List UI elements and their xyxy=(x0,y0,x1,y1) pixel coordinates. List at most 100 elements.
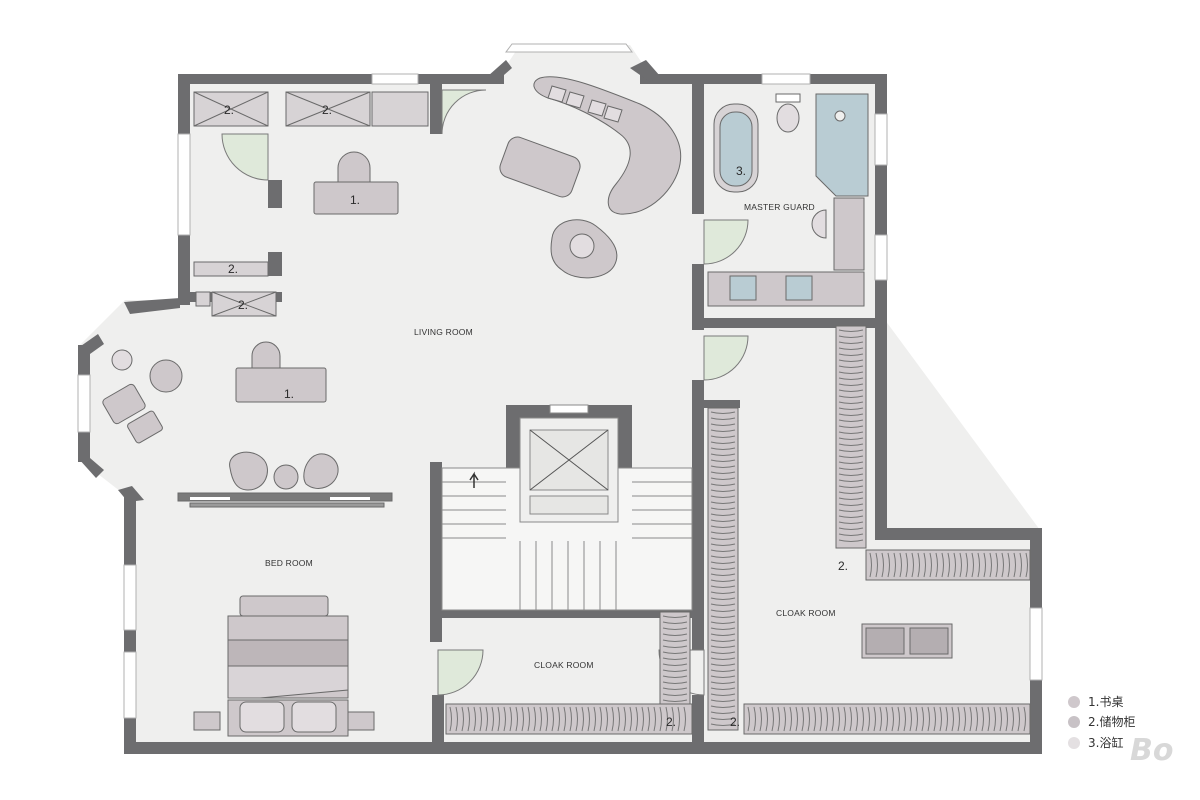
room-labels: LIVING ROOM BED ROOM MASTER GUARD CLOAK … xyxy=(265,202,835,670)
curved-sofa xyxy=(533,76,682,215)
hanger-mark xyxy=(710,567,736,570)
hanger-mark xyxy=(710,591,736,594)
shower-drain xyxy=(834,110,846,122)
hanger-mark xyxy=(873,706,876,732)
wall xyxy=(124,630,136,652)
bidet xyxy=(811,209,827,239)
furniture-markers: 2. 2. 2. 2. 1. 1. 3. 2. 2. 2. xyxy=(224,103,848,729)
egg-chair xyxy=(303,453,339,489)
sofa-seat xyxy=(587,99,607,117)
wall xyxy=(692,695,704,745)
hanger-mark xyxy=(593,706,596,732)
hanger-mark xyxy=(945,706,948,732)
hanger-mark xyxy=(989,552,992,578)
wall xyxy=(810,74,886,84)
hanger-mark xyxy=(629,706,632,732)
hanger-mark xyxy=(662,639,688,642)
hanger-mark xyxy=(983,552,986,578)
hanger-mark xyxy=(838,503,864,506)
hanger-mark xyxy=(710,495,736,498)
hanger-mark xyxy=(975,706,978,732)
hanger-mark xyxy=(838,515,864,518)
desk-chair xyxy=(337,151,371,183)
hanger-mark xyxy=(710,525,736,528)
hanger-mark xyxy=(917,552,920,578)
hanger-mark xyxy=(838,479,864,482)
hanger-mark xyxy=(915,706,918,732)
hanger-mark xyxy=(641,706,644,732)
hanger-mark xyxy=(551,706,554,732)
hanger-mark xyxy=(849,706,852,732)
sink xyxy=(785,275,813,301)
toilet xyxy=(776,103,800,133)
hanger-mark xyxy=(939,706,942,732)
wall xyxy=(78,458,104,478)
wall xyxy=(432,610,694,618)
hanger-mark xyxy=(710,585,736,588)
hanger-mark xyxy=(710,411,736,414)
hanger-mark xyxy=(795,706,798,732)
elevator-window xyxy=(549,404,589,414)
hanger-mark xyxy=(515,706,518,732)
lounge-chair xyxy=(102,383,146,425)
wall xyxy=(430,84,442,134)
wardrobe-vertical xyxy=(835,325,867,549)
stair-arrow xyxy=(469,471,479,488)
hanger-mark xyxy=(539,706,542,732)
hanger-mark xyxy=(533,706,536,732)
hanger-mark xyxy=(875,552,878,578)
wall xyxy=(124,742,442,754)
hanger-mark xyxy=(933,706,936,732)
hanger-mark xyxy=(683,706,686,732)
hanger-mark xyxy=(662,669,688,672)
marker-storage: 2. xyxy=(838,559,848,573)
hanger-mark xyxy=(747,706,750,732)
wall xyxy=(268,252,282,276)
hanger-mark xyxy=(987,706,990,732)
hanger-mark xyxy=(509,706,512,732)
hanger-mark xyxy=(838,533,864,536)
cabinet-cross xyxy=(193,91,269,127)
hanger-mark xyxy=(838,329,864,332)
hanger-mark xyxy=(905,552,908,578)
hanger-mark xyxy=(710,435,736,438)
hanger-mark xyxy=(710,537,736,540)
hanger-mark xyxy=(807,706,810,732)
wall xyxy=(1030,528,1042,608)
hanger-mark xyxy=(947,552,950,578)
hanger-mark xyxy=(838,437,864,440)
hanger-mark xyxy=(710,663,736,666)
egg-chair xyxy=(229,451,268,491)
wall xyxy=(875,165,887,235)
hanger-mark xyxy=(789,706,792,732)
sofa-seat xyxy=(547,85,567,103)
hanger-mark xyxy=(662,633,688,636)
hanger-mark xyxy=(665,706,668,732)
marker-storage: 2. xyxy=(322,103,332,117)
hanger-mark xyxy=(467,706,470,732)
hanger-mark xyxy=(710,447,736,450)
hanger-mark xyxy=(881,552,884,578)
hanger-mark xyxy=(710,657,736,660)
hanger-mark xyxy=(838,443,864,446)
wall xyxy=(178,74,372,84)
hanger-mark xyxy=(677,706,680,732)
legend-label-desk: 1.书桌 xyxy=(1088,695,1123,709)
hanger-mark xyxy=(893,552,896,578)
hanger-mark xyxy=(710,669,736,672)
legend-dot-bathtub xyxy=(1068,737,1080,749)
wall xyxy=(1030,680,1042,754)
hanger-mark xyxy=(710,693,736,696)
hanger-mark xyxy=(587,706,590,732)
shower xyxy=(815,93,869,197)
hanger-mark xyxy=(1005,706,1008,732)
door-swing xyxy=(703,335,749,381)
wall xyxy=(268,180,282,208)
hanger-mark xyxy=(838,539,864,542)
hanger-mark xyxy=(838,389,864,392)
hanger-mark xyxy=(710,489,736,492)
hanger-mark xyxy=(838,347,864,350)
wall xyxy=(488,60,512,82)
wall xyxy=(692,318,882,328)
marker-storage: 2. xyxy=(224,103,234,117)
